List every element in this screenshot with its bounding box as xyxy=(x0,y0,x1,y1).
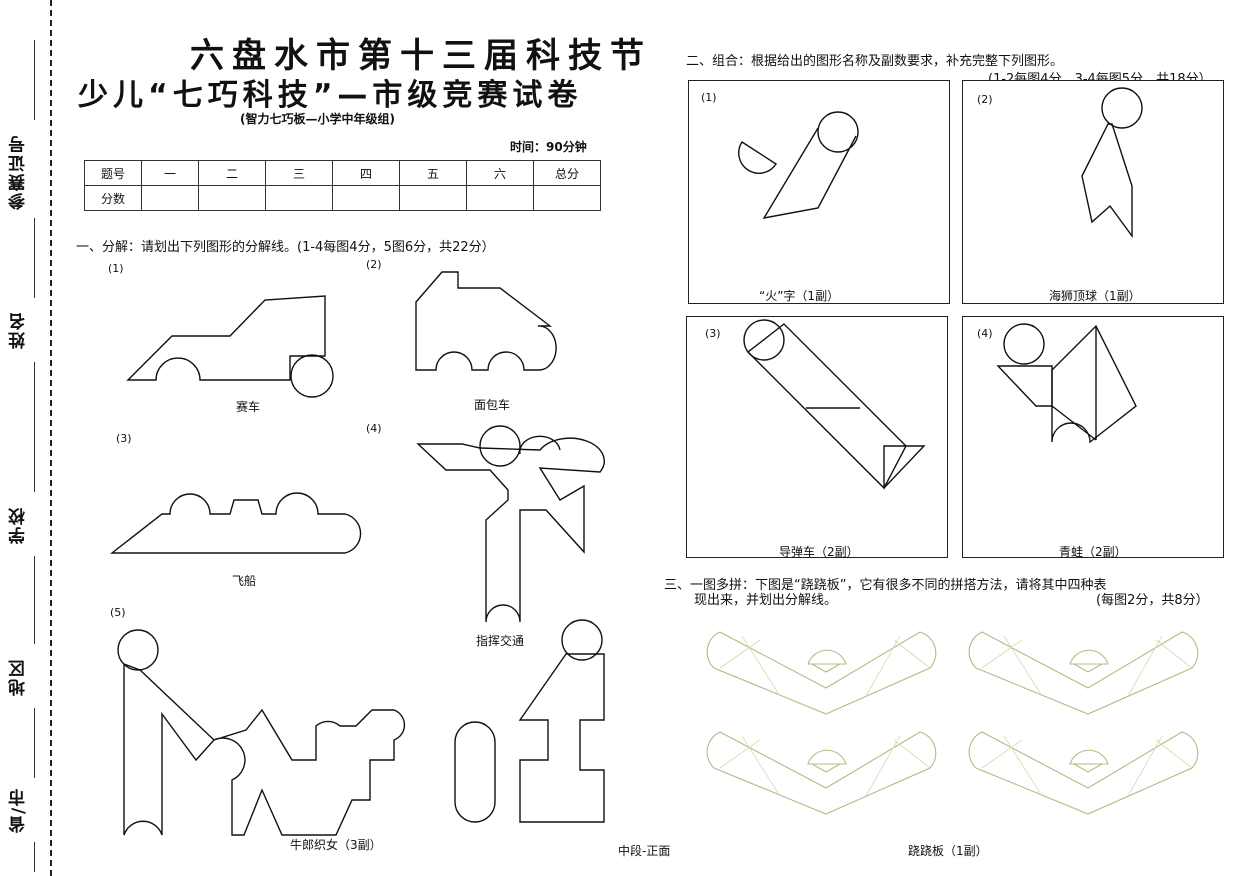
item-number: (2) xyxy=(366,258,382,271)
field-line xyxy=(34,218,35,298)
table-cell: 一 xyxy=(141,160,199,186)
score-input-cell[interactable] xyxy=(533,185,601,211)
score-input-cell[interactable] xyxy=(399,185,467,211)
score-input-cell[interactable] xyxy=(198,185,266,211)
answer-box-sea-lion: (2) 海狮顶球（1副） xyxy=(962,80,1224,304)
field-label-province: 省/市 xyxy=(9,786,29,834)
cut-line xyxy=(50,0,52,876)
spaceship-figure xyxy=(109,492,362,554)
table-cell: 二 xyxy=(198,160,266,186)
section1-heading: 一、分解：请划出下列图形的分解线。(1-4每图4分，5图6分，共22分） xyxy=(76,240,495,255)
item-number: (4) xyxy=(977,327,993,340)
traffic-police-figure xyxy=(416,425,605,623)
race-car-figure xyxy=(126,295,334,398)
seesaw-figure xyxy=(968,731,1199,815)
fire-character-figure xyxy=(738,111,859,219)
table-row: 题号 一 二 三 四 五 六 总分 xyxy=(84,160,601,186)
seesaw-figure xyxy=(968,631,1199,715)
figure-caption: 赛车 xyxy=(236,400,261,414)
item-number: (3) xyxy=(116,432,132,445)
answer-box-fire: (1) “火”字（1副） xyxy=(688,80,950,304)
page-title: 六盘水市第十三届科技节 xyxy=(190,36,652,76)
figure-caption: 面包车 xyxy=(474,398,511,412)
table-cell: 题号 xyxy=(84,160,142,186)
item-number: (1) xyxy=(108,262,124,275)
table-row: 分数 xyxy=(84,185,601,211)
figure-caption: 海狮顶球（1副） xyxy=(1049,289,1141,303)
score-input-cell[interactable] xyxy=(466,185,534,211)
item-number: (4) xyxy=(366,422,382,435)
seesaw-figure xyxy=(706,631,937,715)
figure-caption: 跷跷板（1副） xyxy=(908,844,988,858)
section3-heading-line2: 现出来，并划出分解线。 xyxy=(694,593,838,608)
missile-car-figure xyxy=(743,319,926,490)
figure-caption: 青蛙（2副） xyxy=(1059,545,1127,559)
section2-heading: 二、组合：根据给出的图形名称及副数要求，补充完整下列图形。 xyxy=(686,54,1064,69)
figure-caption: “火”字（1副） xyxy=(759,289,840,303)
table-cell: 总分 xyxy=(533,160,601,186)
table-cell: 五 xyxy=(399,160,467,186)
section3-heading: 三、一图多拼：下图是“跷跷板”，它有很多不同的拼搭方法，请将其中四种表 xyxy=(664,578,1107,593)
item-number: (2) xyxy=(977,93,993,106)
answer-box-missile-car: (3) 导弹车（2副） xyxy=(686,316,948,559)
bus-figure xyxy=(415,271,557,371)
field-line xyxy=(34,556,35,644)
cowherd-weaver-figure xyxy=(117,619,605,836)
seesaw-figures xyxy=(706,631,1199,815)
score-input-cell[interactable] xyxy=(265,185,333,211)
seesaw-figure xyxy=(706,731,937,815)
table-cell: 四 xyxy=(332,160,400,186)
item-number: (5) xyxy=(110,606,126,619)
table-cell: 六 xyxy=(466,160,534,186)
table-cell: 分数 xyxy=(84,185,142,211)
page-label: 中段-正面 xyxy=(618,844,671,858)
field-line xyxy=(34,842,35,872)
sea-lion-figure xyxy=(1081,87,1143,239)
score-input-cell[interactable] xyxy=(332,185,400,211)
page-title-line2: 少儿“七巧科技”—市级竞赛试卷 xyxy=(78,78,583,113)
field-label-name: 姓名 xyxy=(9,311,29,349)
frog-figure xyxy=(996,323,1137,444)
field-line xyxy=(34,362,35,492)
table-cell: 三 xyxy=(265,160,333,186)
item-number: (3) xyxy=(705,327,721,340)
field-label-region: 地区 xyxy=(9,658,29,696)
item-number: (1) xyxy=(701,91,717,104)
score-table: 题号 一 二 三 四 五 六 总分 分数 xyxy=(84,160,601,211)
figure-caption: 牛郎织女（3副） xyxy=(290,838,382,852)
figure-caption: 指挥交通 xyxy=(476,634,525,648)
field-label-entry-number: 参赛证号 xyxy=(9,134,29,210)
section3-scoring: (每图2分，共8分） xyxy=(1096,593,1209,608)
figure-caption: 导弹车（2副） xyxy=(779,545,859,559)
page-subtitle: (智力七巧板—小学中年级组) xyxy=(240,112,395,126)
score-input-cell[interactable] xyxy=(141,185,199,211)
figure-caption: 飞船 xyxy=(232,574,257,588)
field-line xyxy=(34,708,35,778)
field-line xyxy=(34,40,35,120)
exam-time: 时间：90分钟 xyxy=(510,140,587,154)
field-label-school: 学校 xyxy=(9,506,29,544)
